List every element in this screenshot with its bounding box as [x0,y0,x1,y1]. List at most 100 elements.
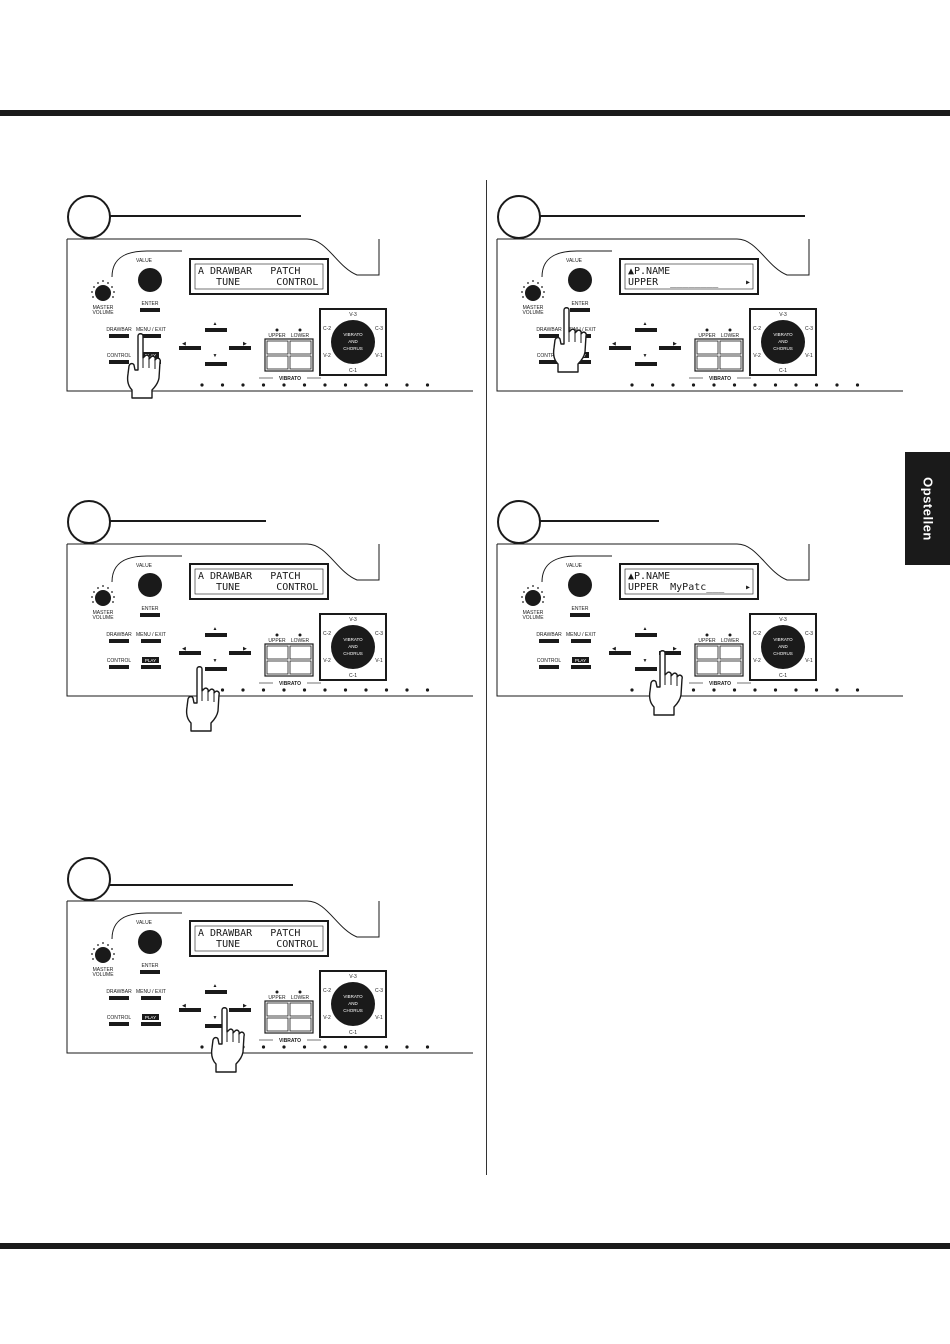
organ-panel-illustration: VALUE MASTER VOLUME A DRAWBAR PATCH TUNE… [66,900,473,1054]
value-knob [568,573,592,597]
svg-text:▶: ▶ [243,1003,247,1009]
lower-label: LOWER [291,638,310,644]
value-label: VALUE [136,920,153,926]
master-volume-2-label: VOLUME [522,615,544,621]
led-dot [200,1045,204,1049]
section-tab[interactable]: Opstellen [905,452,950,565]
led-dot [323,1045,327,1049]
play-label: PLAY [575,658,586,663]
enter-label: ENTER [142,963,159,969]
lower-label: LOWER [721,333,740,339]
led-dot [732,383,737,387]
upper-label: UPPER [698,333,716,339]
led-dot [282,1045,286,1049]
vib-2-label: AND [778,644,788,649]
step-heading-rule [109,520,266,522]
led-dot [261,1045,266,1049]
pointing-hand-icon [552,307,587,373]
led-dot [384,383,389,387]
led-dot [753,688,757,692]
lower-label: LOWER [291,995,310,1001]
master-volume-2-label: VOLUME [92,972,114,978]
lcd-line-1: ▲P.NAME [628,571,670,582]
led-dot [323,383,327,387]
control-label: CONTROL [537,658,562,664]
lower-label: LOWER [721,638,740,644]
v2-label: V-2 [323,658,331,664]
vibrato-label: VIBRATO [709,681,731,687]
led-dot [630,383,634,387]
v1-label: V-1 [805,353,813,359]
step-heading-rule [109,884,293,886]
c3-label: C-3 [805,326,813,332]
led-dot [425,383,430,387]
vib-3-label: CHORUS [773,651,793,656]
value-knob [138,930,162,954]
vib-2-label: AND [348,644,358,649]
organ-panel-illustration: VALUE MASTER VOLUME ▲P.NAME UPPER MyPatc… [496,543,903,697]
control-label: CONTROL [107,353,132,359]
master-volume-2-label: VOLUME [92,615,114,621]
vib-2-label: AND [348,1001,358,1006]
step-number-circle [67,195,111,239]
menu-exit-label: MENU / EXIT [136,632,166,638]
master-volume-1-label: MASTER [93,967,114,973]
led-dot [302,1045,307,1049]
c2-label: C-2 [753,631,761,637]
vib-1-label: VIBRATO [343,994,363,999]
drawbar-label: DRAWBAR [106,632,132,638]
value-knob [138,573,162,597]
menu-exit-label: MENU / EXIT [136,327,166,333]
vibrato-label: VIBRATO [279,376,301,382]
c3-label: C-3 [375,631,383,637]
vibrato-label: VIBRATO [279,681,301,687]
drawbar-label: DRAWBAR [536,327,562,333]
svg-text:◀: ◀ [612,646,616,652]
vib-3-label: CHORUS [343,651,363,656]
svg-text:◀: ◀ [182,1003,186,1009]
led-dot [855,383,860,387]
led-dot [261,383,266,387]
led-dot [405,1045,409,1049]
organ-panel: VALUE MASTER VOLUME ▲P.NAME UPPER ______… [496,237,907,397]
lcd-arrow: ▸ [745,582,751,593]
c2-label: C-2 [323,326,331,332]
c3-label: C-3 [375,988,383,994]
led-dot [384,1045,389,1049]
v1-label: V-1 [805,658,813,664]
menu-exit-label: MENU / EXIT [136,989,166,995]
svg-text:◀: ◀ [182,646,186,652]
led-dot [302,383,307,387]
master-volume-knob [95,590,111,606]
led-dot [671,383,675,387]
led-dot [814,688,819,692]
vibrato-label: VIBRATO [279,1038,301,1044]
led-dot [200,383,204,387]
pointing-hand-icon [185,666,220,732]
enter-label: ENTER [572,606,589,612]
value-label: VALUE [136,563,153,569]
play-label: PLAY [145,1015,156,1020]
vib-1-label: VIBRATO [773,637,793,642]
led-dot [241,688,245,692]
vib-1-label: VIBRATO [343,637,363,642]
vib-2-label: AND [348,339,358,344]
pointing-hand-icon [648,650,683,716]
bottom-rule [0,1243,950,1249]
c2-label: C-2 [323,988,331,994]
svg-text:▲: ▲ [213,626,218,632]
master-volume-2-label: VOLUME [92,310,114,316]
upper-label: UPPER [698,638,716,644]
master-volume-knob [95,947,111,963]
led-dot [384,688,389,692]
control-label: CONTROL [107,1015,132,1021]
svg-text:▶: ▶ [243,341,247,347]
lcd-line-2: TUNE CONTROL [198,277,318,288]
v1-label: V-1 [375,1015,383,1021]
led-dot [425,1045,430,1049]
master-volume-1-label: MASTER [523,305,544,311]
value-knob [568,268,592,292]
c1-label: C-1 [349,673,357,679]
led-dot [364,688,368,692]
drawbar-label: DRAWBAR [106,327,132,333]
